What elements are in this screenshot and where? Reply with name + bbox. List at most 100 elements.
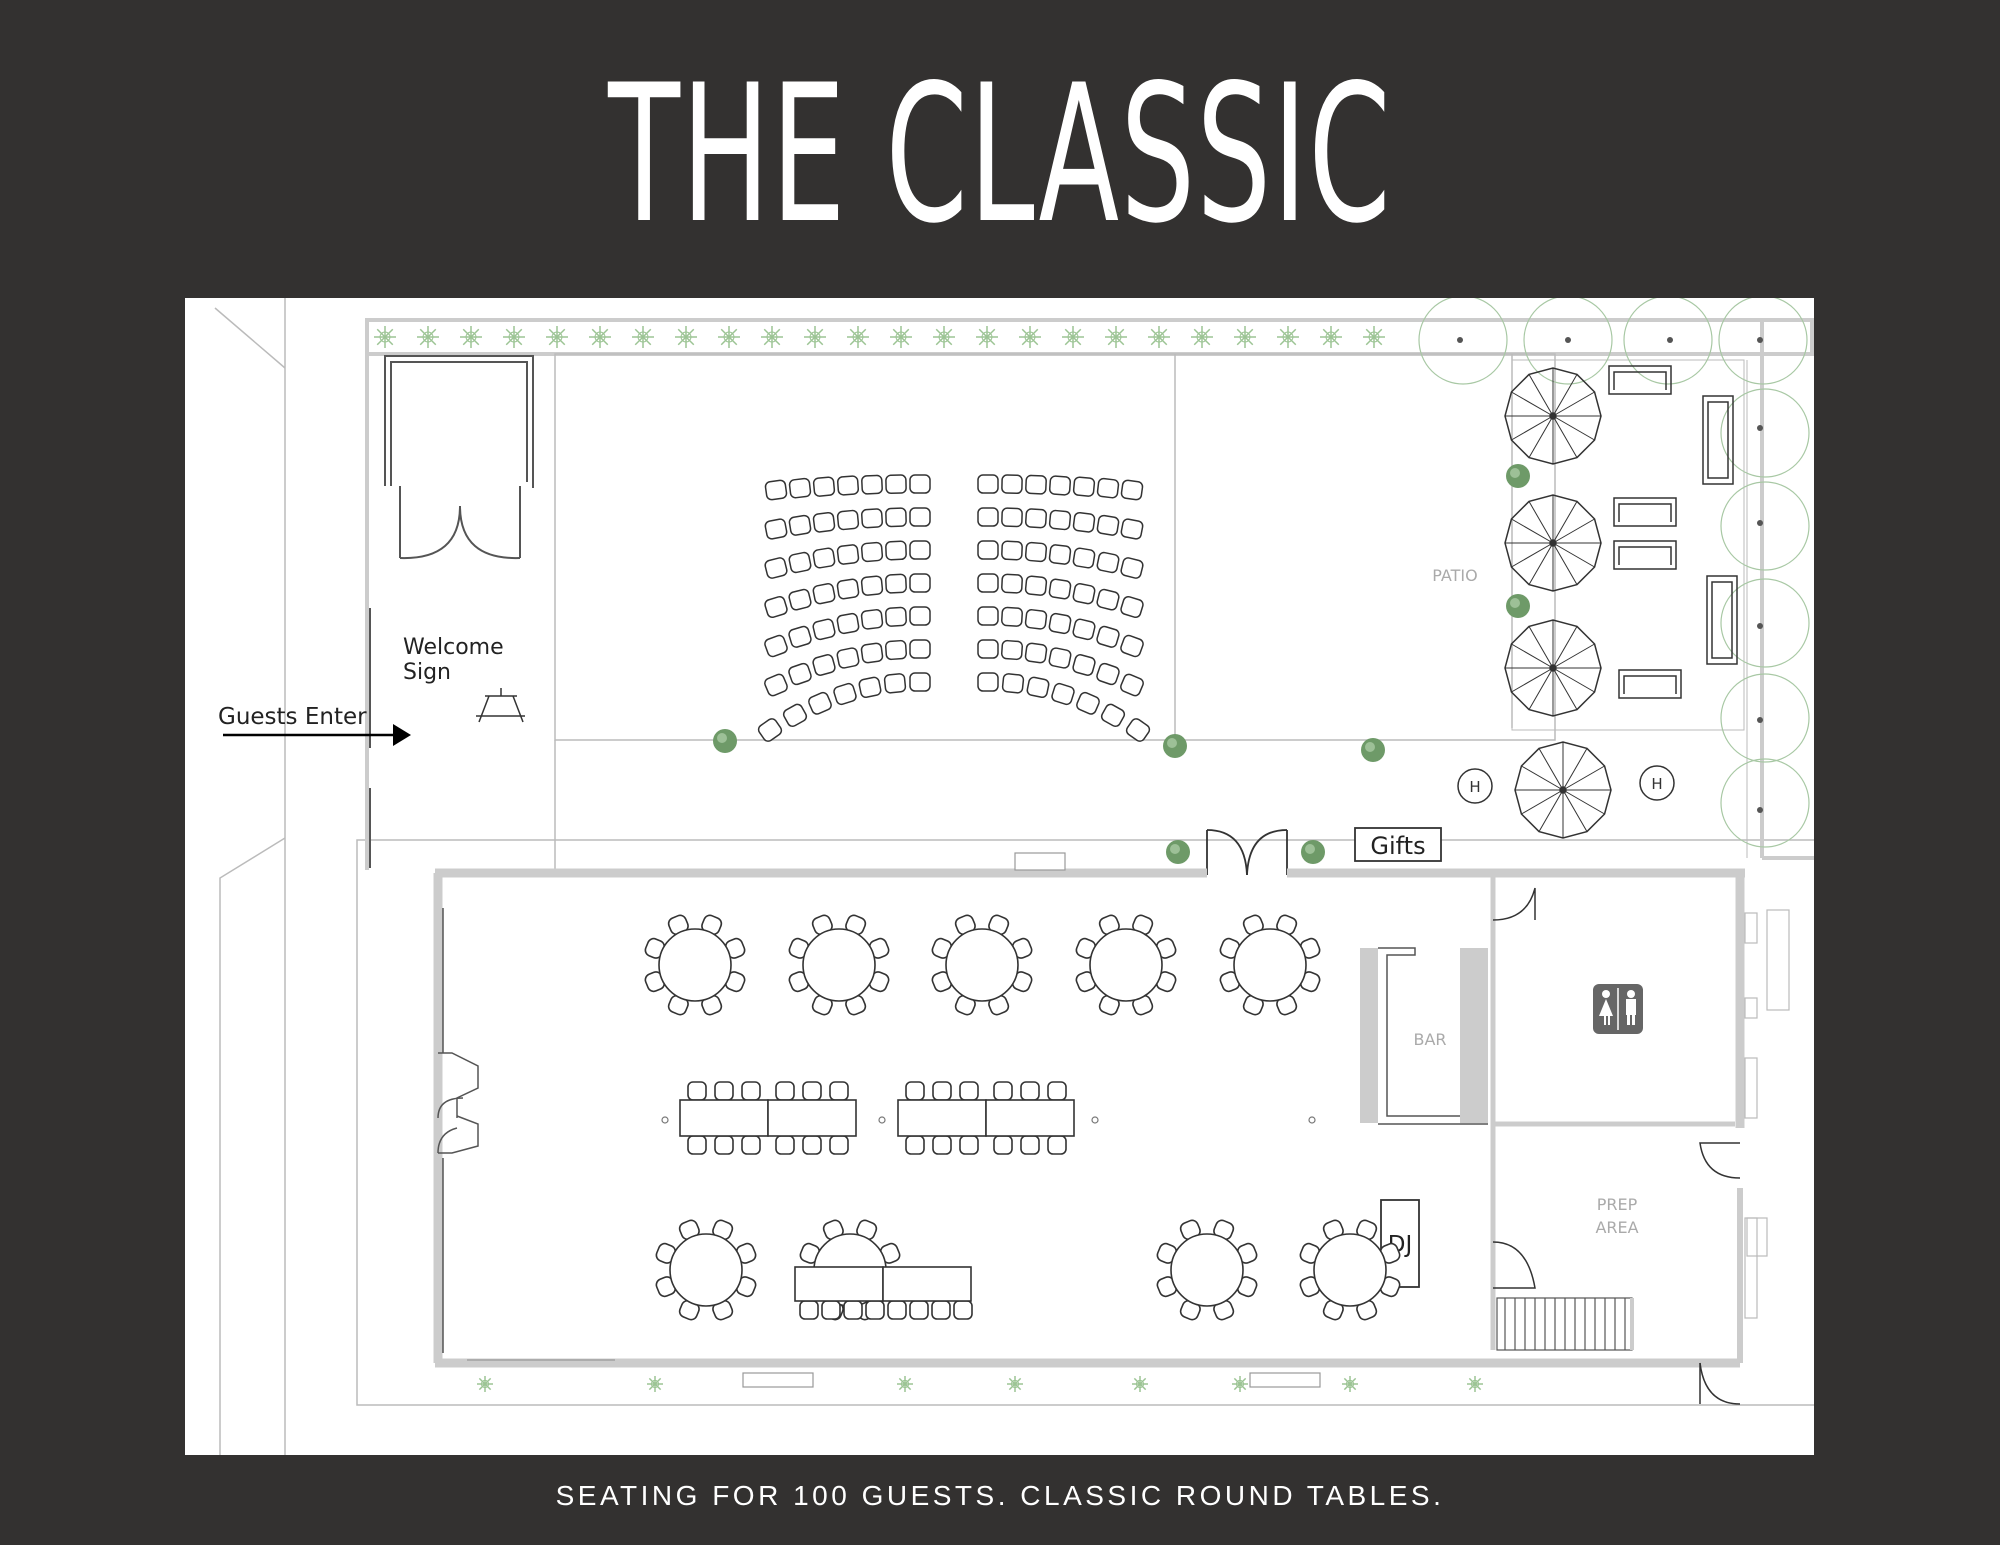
table-chair: [1047, 1135, 1067, 1155]
table-chair: [714, 1081, 734, 1101]
ceremony-chair: [977, 639, 999, 659]
prep-area-label-2: AREA: [1595, 1218, 1638, 1237]
guests-enter-label: Guests Enter: [218, 704, 367, 730]
welcome-sign-label: Welcome: [403, 635, 504, 660]
potted-plants: [713, 464, 1530, 864]
ceremony-chair: [1001, 540, 1023, 561]
ceremony-chair: [1125, 718, 1151, 742]
plant-highlight: [717, 733, 727, 743]
ceremony-chair: [1000, 639, 1024, 661]
tree-icon: [1523, 298, 1613, 385]
round-tables: [644, 914, 1401, 1321]
table-chair: [865, 1300, 885, 1320]
ceremony-chair: [788, 551, 812, 574]
tree-post: [1565, 337, 1571, 343]
tree-icon: [1720, 673, 1810, 763]
ceremony-chair: [782, 703, 808, 728]
table-top: [1089, 928, 1163, 1002]
banquet-tables: [661, 1081, 1316, 1320]
tree-icon: [1418, 298, 1508, 385]
lounge-sofa: [1706, 575, 1738, 665]
ceremony-chair: [861, 474, 883, 495]
ceremony-chair: [1120, 557, 1144, 579]
umbrella-icon: [1504, 367, 1602, 465]
banquet-table: [767, 1081, 857, 1155]
ceremony-chair: [1026, 676, 1050, 699]
ceremony-chair: [977, 474, 999, 494]
entry-room: [369, 355, 534, 868]
ceremony-chair: [1048, 647, 1072, 669]
tree-post: [1457, 337, 1463, 343]
ceremony-chair: [1024, 541, 1048, 563]
round-table: [644, 914, 746, 1016]
heater-icon: H: [1639, 765, 1675, 801]
table-chair: [821, 1300, 841, 1320]
ceremony-chair: [1024, 575, 1048, 596]
ceremony-chair: [885, 606, 907, 627]
ceremony-chair: [858, 676, 882, 699]
tree-post: [1757, 717, 1763, 723]
shrub-icon: [647, 1376, 663, 1392]
banquet-table: [985, 1081, 1075, 1155]
hall-entry-doors: [1206, 829, 1288, 876]
table-chair: [775, 1081, 795, 1101]
entry-arrow-icon: [223, 724, 411, 746]
ceremony-chair: [812, 476, 836, 497]
umbrella-icon: [1514, 741, 1612, 839]
table-chair: [959, 1135, 979, 1155]
ceremony-chair: [977, 672, 999, 692]
tree-post: [1757, 623, 1763, 629]
ceremony-chair: [1072, 511, 1096, 533]
round-table: [1075, 914, 1177, 1016]
shrub-row: [374, 326, 1483, 1392]
ceremony-chair: [860, 541, 884, 563]
heater-label: H: [1469, 778, 1480, 796]
ceremony-chair: [1096, 625, 1120, 648]
table-chair: [741, 1135, 761, 1155]
ceremony-chair: [764, 518, 788, 540]
shrub-icon: [847, 326, 869, 348]
tree-icon: [1623, 298, 1713, 385]
shrub-icon: [460, 326, 482, 348]
plant-highlight: [1510, 468, 1520, 478]
table-chair: [829, 1135, 849, 1155]
ceremony-chair: [808, 691, 832, 715]
shrub-icon: [632, 326, 654, 348]
ceremony-chair: [1072, 547, 1096, 569]
ceremony-chair: [1025, 474, 1047, 495]
round-table: [655, 1219, 757, 1321]
table-chair: [1047, 1081, 1067, 1101]
ceremony-chair: [1100, 703, 1126, 728]
table-top: [669, 1233, 743, 1307]
ceremony-chair: [909, 474, 931, 494]
patio-label: PATIO: [1432, 566, 1477, 585]
table-chair: [714, 1135, 734, 1155]
shrub-icon: [1232, 1376, 1248, 1392]
tree-row: [1418, 298, 1810, 848]
table-chair: [887, 1300, 907, 1320]
ceremony-chair: [1096, 514, 1120, 536]
lounge-sofa: [1702, 395, 1734, 485]
ceremony-chair: [909, 639, 931, 659]
ceremony-chair: [836, 647, 860, 669]
round-table: [931, 914, 1033, 1016]
shrub-icon: [1320, 326, 1342, 348]
ceremony-chair: [788, 625, 812, 648]
ceremony-chair: [836, 509, 860, 531]
table-top: [794, 1266, 884, 1302]
shrub-icon: [503, 326, 525, 348]
ceremony-chair: [788, 662, 812, 686]
ceremony-chair: [812, 547, 836, 569]
ceremony-chair: [860, 609, 884, 630]
shrub-icon: [890, 326, 912, 348]
column-post: [1091, 1116, 1099, 1124]
prep-area-label: PREP: [1597, 1195, 1638, 1214]
ceremony-chair: [885, 507, 907, 528]
shrub-icon: [761, 326, 783, 348]
tree-post: [1757, 520, 1763, 526]
table-chair: [1020, 1135, 1040, 1155]
ceremony-chair: [1048, 612, 1072, 635]
ceremony-seating: [757, 474, 1151, 742]
